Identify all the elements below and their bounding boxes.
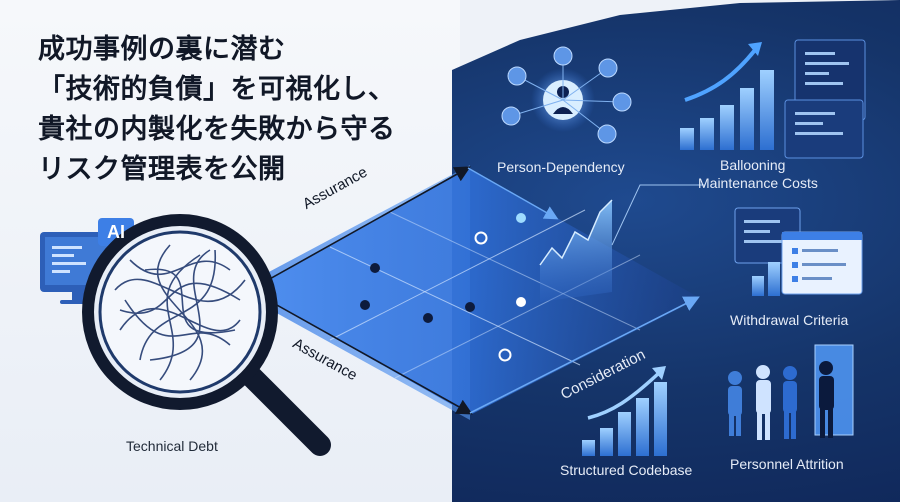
ai-badge-label: AI [107,222,125,242]
axis-top [249,166,471,291]
magnifying-glass-icon [82,214,331,456]
ballooning-costs-chart [680,39,866,159]
data-dot [360,300,370,310]
headline-line-4: リスク管理表を公開 [38,154,286,185]
person-dependency-icon [501,46,632,144]
headline-line-3: 貴社の内製化を失敗から守る [38,114,396,145]
data-dot-white [516,297,526,307]
data-ring [498,348,512,362]
data-dot [370,263,380,273]
axis-bottom [249,289,473,415]
headline: 成功事例の裏に潜む 「技術的負債」を可視化し、 貴社の内製化を失敗から守る リス… [38,30,458,190]
headline-line-2: 「技術的負債」を可視化し、 [38,74,396,105]
data-dot [423,313,433,323]
tangled-code-icon [114,244,246,381]
ballooning-label: Ballooning [720,157,786,173]
axis-consideration [469,296,700,414]
technical-debt-label: Technical Debt [126,438,218,454]
matrix-plane [249,166,705,415]
person-dependency-label: Person-Dependency [497,159,625,175]
headline-line-1: 成功事例の裏に潜む [38,34,286,65]
maintenance-costs-label: Maintenance Costs [698,175,818,191]
personnel-attrition-icon [728,344,854,440]
data-dot [465,302,475,312]
data-dot-light [516,213,526,223]
axis-upper-right [467,167,559,220]
structured-codebase-label: Structured Codebase [560,462,693,478]
withdrawal-criteria-icon [734,207,863,296]
withdrawal-criteria-label: Withdrawal Criteria [730,312,849,328]
area-chart [540,200,612,302]
callout-line [611,184,705,246]
data-ring [474,231,488,245]
structured-codebase-chart [582,366,667,456]
personnel-attrition-label: Personnel Attrition [730,456,844,472]
